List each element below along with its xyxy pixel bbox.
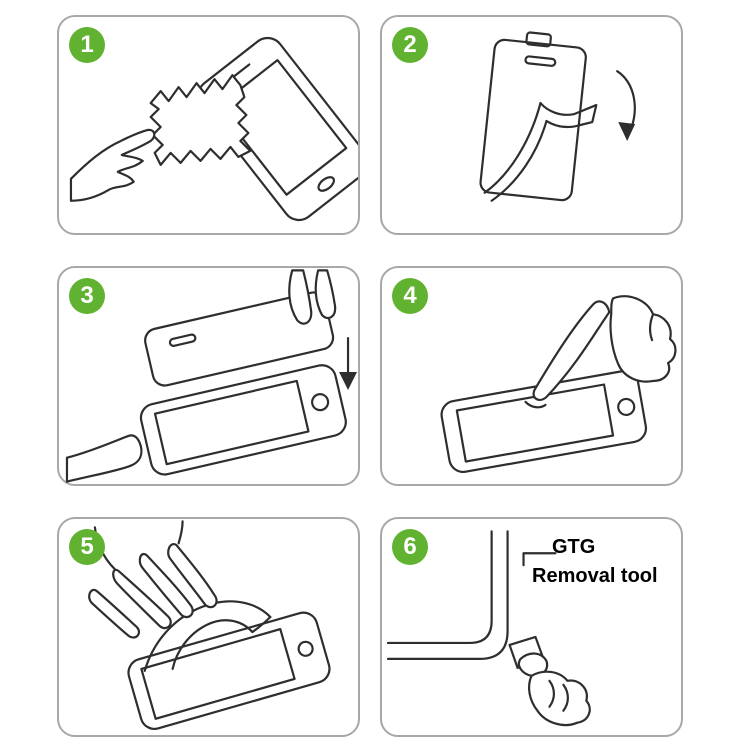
align-glass-over-phone-illustration: [65, 269, 358, 483]
corner-removal-tool-illustration: [386, 530, 591, 727]
removal-tool-label-line1: GTG: [552, 536, 596, 558]
step-badge-5: 5: [69, 529, 105, 565]
instruction-grid: 1 2: [57, 15, 683, 737]
peel-protective-film-illustration: [479, 31, 636, 202]
step-badge-2: 2: [392, 27, 428, 63]
step-badge-3: 3: [69, 278, 105, 314]
step-panel-2: 2: [380, 15, 683, 235]
removal-tool-label-line2: Removal tool: [532, 565, 658, 587]
step-panel-6: 6 GTG Removal tool: [380, 517, 683, 737]
step-badge-4: 4: [392, 278, 428, 314]
step-badge-6: 6: [392, 529, 428, 565]
step-panel-1: 1: [57, 15, 360, 235]
press-finger-on-screen-illustration: [440, 295, 677, 473]
step-panel-5: 5: [57, 517, 360, 737]
step-panel-4: 4: [380, 266, 683, 486]
step-panel-3: 3: [57, 266, 360, 486]
step-badge-1: 1: [69, 27, 105, 63]
wipe-phone-with-cloth-illustration: [69, 36, 358, 222]
smooth-film-on-phone-illustration: [88, 520, 331, 730]
removal-tool-label: GTG Removal tool: [532, 533, 658, 591]
